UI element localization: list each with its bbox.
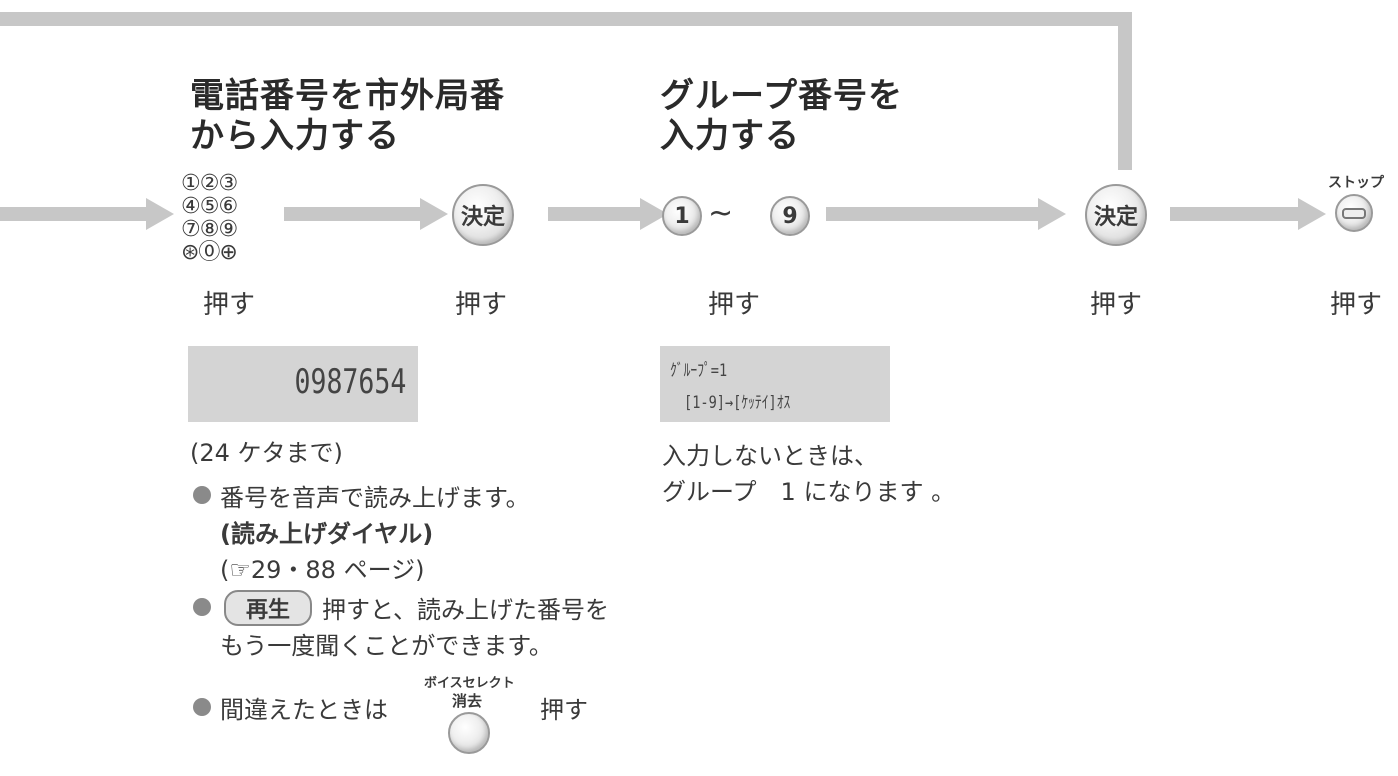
arrow-head-4: [1038, 198, 1066, 230]
stop-button[interactable]: [1335, 194, 1373, 232]
lcd-number: 0987654: [294, 362, 406, 402]
lcd-group-line1: ｸﾞﾙｰﾌﾟ=1: [670, 361, 728, 381]
confirm-button-1[interactable]: 決定: [452, 184, 514, 246]
keypad-row-4: ⊛⓪⊕: [181, 240, 238, 265]
flow-arrow-1: [0, 207, 148, 221]
bullet-3: [193, 698, 211, 716]
step3-press-label: 押す: [708, 290, 761, 320]
step5-press-label: 押す: [1330, 290, 1383, 320]
stop-label: ストップ: [1328, 175, 1384, 191]
group-note-line1: 入力しないときは、: [662, 442, 878, 470]
erase-label: 消去: [452, 692, 483, 710]
bullet1-line1: 番号を音声で読み上げます。: [220, 484, 530, 512]
step1-heading-line2: から入力する: [190, 116, 400, 156]
digit-button-9-label: 9: [782, 203, 798, 229]
keypad-row-3: ⑦⑧⑨: [181, 217, 238, 242]
bullet1-line2: (読み上げダイヤル): [220, 520, 434, 548]
step3-heading-line2: 入力する: [660, 116, 800, 156]
bullet2-line2: もう一度聞くことができます。: [220, 632, 553, 660]
bullet-2: [193, 598, 211, 616]
flow-arrow-3: [548, 207, 642, 221]
dial-keypad[interactable]: ①②③ ④⑤⑥ ⑦⑧⑨ ⊛⓪⊕: [181, 171, 238, 265]
arrow-head-1: [146, 198, 174, 230]
digits-note: (24 ケタまで): [190, 439, 343, 467]
digit-button-1[interactable]: 1: [662, 196, 702, 236]
digit-button-1-label: 1: [674, 203, 690, 229]
bullet-1: [193, 486, 211, 504]
group-note-line2: グループ 1 になります 。: [662, 478, 956, 506]
confirm-button-2-label: 決定: [1093, 205, 1138, 230]
return-line-vertical: [1118, 12, 1132, 170]
step3-heading-line1: グループ番号を: [660, 76, 903, 116]
confirm-button-1-label: 決定: [460, 205, 505, 230]
step4-press-label: 押す: [1090, 290, 1143, 320]
play-key[interactable]: 再生: [224, 590, 312, 626]
top-return-line: [0, 12, 1132, 26]
step1-press-label: 押す: [203, 290, 256, 320]
keypad-row-2: ④⑤⑥: [181, 194, 238, 219]
flow-arrow-4: [826, 207, 1040, 221]
step2-press-label: 押す: [455, 290, 508, 320]
flow-arrow-2: [284, 207, 422, 221]
play-key-label: 再生: [245, 598, 290, 623]
stop-button-bar-icon: [1342, 207, 1366, 219]
flow-arrow-5: [1170, 207, 1300, 221]
arrow-head-5: [1298, 198, 1326, 230]
bullet3-text: 間違えたときは: [220, 696, 388, 724]
lcd-group-display: ｸﾞﾙｰﾌﾟ=1 [1-9]→[ｹｯﾃｲ]ｵｽ: [660, 346, 890, 422]
voice-select-label: ボイスセレクト: [424, 676, 515, 691]
digit-button-9[interactable]: 9: [770, 196, 810, 236]
confirm-button-2[interactable]: 決定: [1085, 184, 1147, 246]
bullet2-line1: 押すと、読み上げた番号を: [322, 596, 610, 624]
keypad-row-1: ①②③: [181, 171, 238, 196]
bullet3-press: 押す: [540, 696, 588, 724]
range-tilde: ~: [708, 196, 734, 231]
arrow-head-2: [420, 198, 448, 230]
erase-button[interactable]: [448, 712, 490, 754]
bullet1-line3: (☞29・88 ページ): [220, 556, 425, 584]
lcd-group-line2: [1-9]→[ｹｯﾃｲ]ｵｽ: [684, 393, 791, 413]
lcd-number-display: 0987654: [188, 346, 418, 422]
step1-heading-line1: 電話番号を市外局番: [190, 76, 505, 116]
